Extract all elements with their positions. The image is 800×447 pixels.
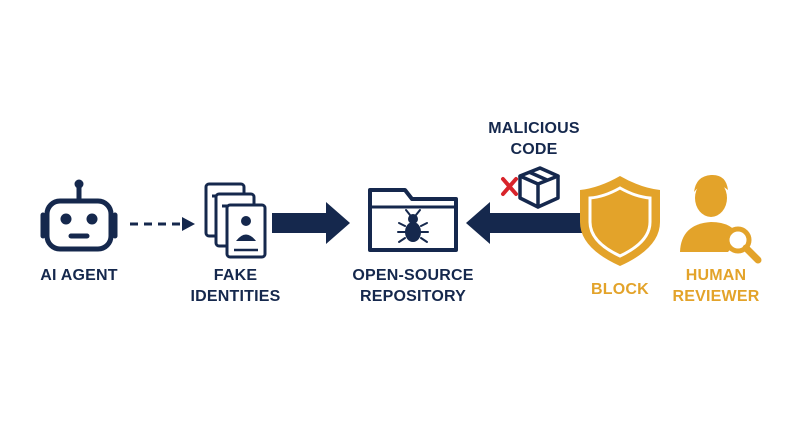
- bug-icon: [397, 209, 429, 243]
- malicious-code-label: MALICIOUS CODE: [488, 120, 580, 158]
- human-reviewer-label: HUMAN REVIEWER: [672, 267, 760, 305]
- block-label: BLOCK: [591, 281, 649, 298]
- solid-arrow-left: [466, 202, 583, 244]
- solid-arrow-right: [272, 202, 350, 244]
- id-cards-icon: [204, 182, 267, 259]
- robot-icon: [40, 179, 118, 252]
- shield-icon: [580, 176, 660, 266]
- person-magnifier-icon: [680, 174, 762, 264]
- ai-agent-label: AI AGENT: [40, 267, 118, 284]
- package-x-icon: [501, 166, 560, 209]
- fake-identities-label: FAKE IDENTITIES: [190, 267, 281, 305]
- red-x-icon: [501, 177, 518, 196]
- folder-bug-icon: [368, 188, 458, 252]
- dashed-arrow: [130, 217, 195, 231]
- repository-label: OPEN-SOURCE REPOSITORY: [352, 267, 474, 305]
